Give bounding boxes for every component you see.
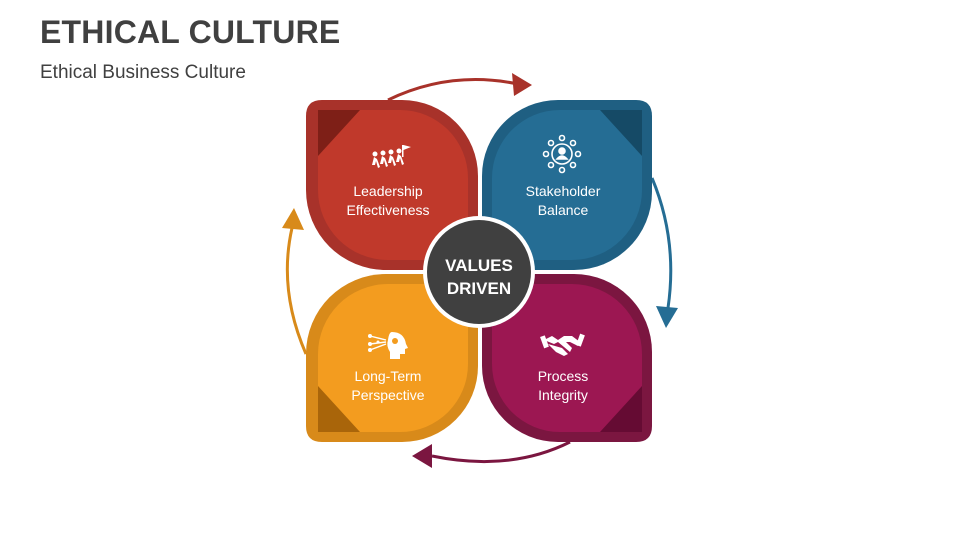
network-people-icon (542, 134, 582, 174)
stakeholder-label-line2: Balance (538, 202, 589, 218)
center-label-line2: DRIVEN (447, 279, 511, 298)
leadership-corner (318, 110, 360, 156)
process-label-line2: Integrity (538, 387, 588, 403)
stakeholder-label-line1: Stakeholder (526, 183, 601, 199)
arrow-top-head (512, 73, 532, 96)
cycle-arrows (282, 73, 678, 468)
leadership-petal-inner (318, 110, 468, 260)
arrow-top (387, 78, 519, 102)
arrow-right-head (656, 306, 678, 328)
arrow-left (285, 227, 308, 355)
process-corner (600, 386, 642, 432)
longterm-label-line2: Perspective (351, 387, 424, 403)
leadership-label-line1: Leadership (353, 183, 422, 199)
arrow-left-head (282, 208, 304, 230)
longterm-label-line1: Long-Term (355, 368, 422, 384)
handshake-icon (540, 333, 585, 356)
quadrant-process: Process Integrity (482, 274, 652, 442)
longterm-corner (318, 386, 360, 432)
quadrant-longterm: Long-Term Perspective (306, 274, 478, 442)
arrow-right (650, 177, 673, 309)
stakeholder-corner (600, 110, 642, 156)
arrow-bottom (431, 440, 571, 464)
center-hub: VALUES DRIVEN (423, 216, 535, 328)
stakeholder-petal-inner (492, 110, 642, 260)
center-label-line1: VALUES (445, 256, 513, 275)
process-petal-inner (492, 284, 642, 432)
arrow-bottom-head (412, 444, 432, 468)
quadrant-leadership: Leadership Effectiveness (306, 100, 478, 270)
head-vision-icon (368, 332, 408, 359)
leadership-label-line2: Effectiveness (346, 202, 429, 218)
page-subtitle: Ethical Business Culture (40, 62, 246, 83)
process-label-line1: Process (538, 368, 589, 384)
running-team-icon (372, 145, 411, 168)
page-title: ETHICAL CULTURE (40, 14, 341, 50)
quadrant-stakeholder: Stakeholder Balance (482, 100, 652, 270)
